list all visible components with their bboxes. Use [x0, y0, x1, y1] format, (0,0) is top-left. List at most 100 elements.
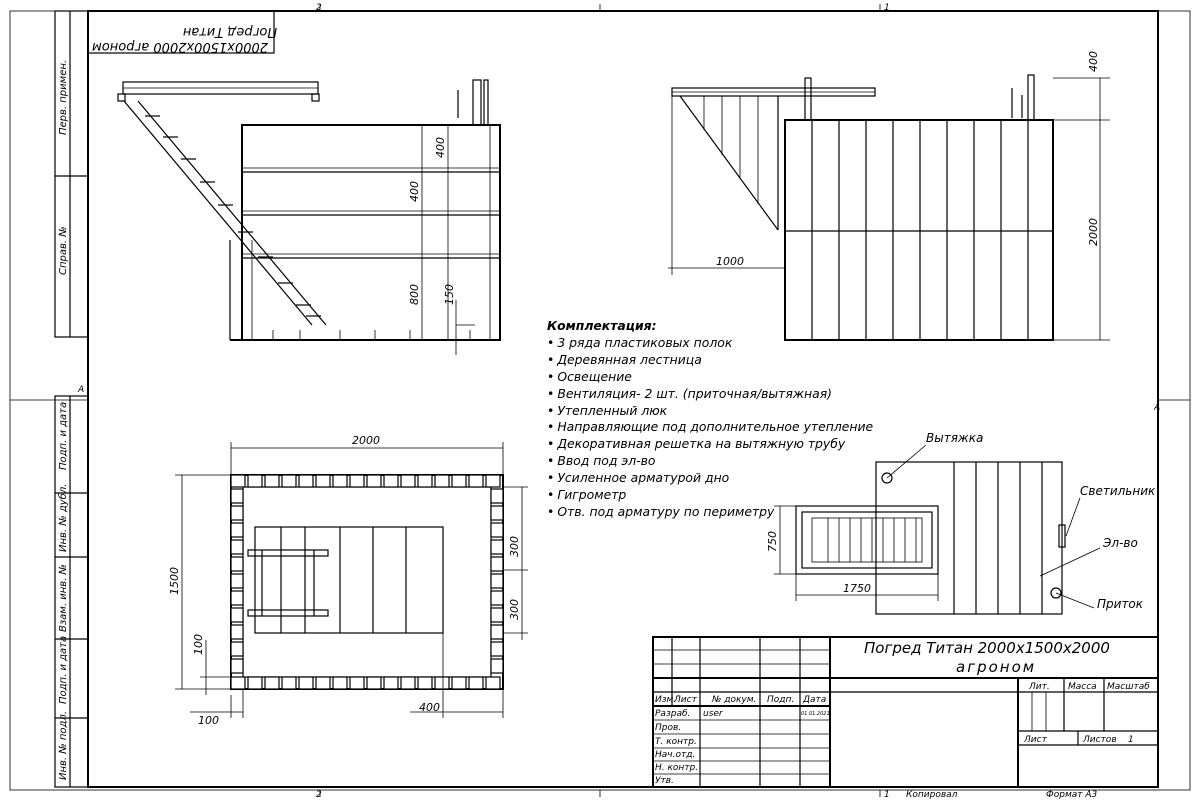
plan-dim-300-b: 300 — [508, 599, 521, 620]
kit-items: 3 ряда пластиковых полокДеревянная лестн… — [547, 335, 877, 521]
side-stamp: Перв. примен. Справ. № Подп. и дата Инв.… — [54, 10, 89, 788]
wall-block — [264, 676, 280, 690]
wall-block — [230, 658, 244, 674]
stamp-inv-dubl: Инв. № дубл. — [57, 484, 69, 552]
zone-top-1: 1 — [884, 3, 890, 13]
plan-dim-100-a: 100 — [192, 634, 205, 655]
wall-block — [490, 607, 504, 623]
mirrored-title-line-1: Погред Титан — [182, 24, 277, 39]
hdr-list: Лист — [673, 695, 698, 705]
wall-block — [434, 676, 450, 690]
wall-block — [298, 474, 314, 488]
stamp-sprav-no: Справ. № — [58, 226, 69, 275]
wall-block — [332, 676, 348, 690]
wall-block — [349, 474, 365, 488]
wall-block — [230, 676, 246, 690]
wall-block — [400, 474, 416, 488]
kit-item: Гигрометр — [547, 487, 877, 504]
wall-block — [490, 539, 504, 555]
scale-label: Масштаб — [1107, 682, 1150, 692]
mirrored-title-line-2: 2000х1500х2000 агроном — [92, 39, 268, 54]
wall-block — [247, 474, 263, 488]
plan-view: 2000 1500 300 300 100 100 400 — [168, 434, 528, 727]
kit-heading: Комплектация: — [547, 318, 657, 333]
wall-block — [485, 676, 501, 690]
zone-bottom-2: 2 — [316, 790, 322, 800]
wall-block — [230, 607, 244, 623]
wall-block — [315, 474, 331, 488]
developer-date: 01.01.2021 — [801, 711, 830, 717]
wall-block — [230, 573, 244, 589]
front-dim-1000: 1000 — [716, 255, 744, 268]
wall-block — [230, 590, 244, 606]
label-inflow: Приток — [1097, 597, 1144, 611]
exhaust-vent — [881, 472, 893, 484]
title-block: Погред Титан 2000х1500х2000 агроном Изм.… — [652, 636, 1159, 800]
wall-block — [230, 624, 244, 640]
top-dim-1750: 1750 — [843, 582, 871, 595]
mirrored-title: Погред Титан 2000х1500х2000 агроном — [87, 10, 277, 54]
wall-block — [490, 522, 504, 538]
front-view: 400 2000 1000 — [668, 51, 1110, 341]
wall-block — [490, 624, 504, 640]
front-dim-2000: 2000 — [1087, 218, 1100, 246]
kit-item: Декоративная решетка на вытяжную трубу — [547, 436, 877, 453]
zone-right-a: A — [1153, 403, 1160, 413]
wall-block — [400, 676, 416, 690]
wall-block — [490, 488, 504, 504]
inflow-vent — [1050, 587, 1062, 599]
kit-item: 3 ряда пластиковых полок — [547, 335, 877, 352]
kit-item: Вентиляция- 2 шт. (приточная/вытяжная) — [547, 386, 877, 403]
title-line-1: Погред Титан 2000х1500х2000 — [864, 639, 1110, 657]
kit-item: Утепленный люк — [547, 403, 877, 420]
wall-block — [490, 573, 504, 589]
hdr-data: Дата — [802, 695, 826, 705]
wall-block — [230, 488, 244, 504]
row-t-kontr: Т. контр. — [655, 737, 697, 747]
wall-block — [230, 641, 244, 657]
wall-block — [417, 676, 433, 690]
top-dim-750: 750 — [766, 531, 779, 552]
plan-dim-2000: 2000 — [352, 434, 380, 447]
wall-block — [264, 474, 280, 488]
plan-dim-300-a: 300 — [508, 536, 521, 557]
label-lamp: Светильник — [1080, 484, 1156, 498]
top-view: 750 1750 Вытяжка Светильник Эл-во Приток — [766, 431, 1156, 615]
row-razrab: Разраб. — [655, 709, 690, 719]
kit-list: Комплектация: 3 ряда пластиковых полокДе… — [547, 318, 877, 521]
row-nach-otd: Нач.отд. — [655, 750, 695, 760]
front-dim-400: 400 — [1087, 51, 1100, 72]
kit-item: Направляющие под дополнительное утеплени… — [547, 419, 877, 436]
stamp-podp-data-1: Подп. и дата — [58, 402, 69, 470]
sheets-count: 1 — [1128, 735, 1134, 745]
wall-block — [230, 522, 244, 538]
wall-block — [281, 474, 297, 488]
lamp — [1058, 524, 1066, 548]
plan-wall-blocks — [230, 474, 504, 690]
wall-block — [451, 676, 467, 690]
plan-dim-1500: 1500 — [168, 567, 181, 595]
wall-block — [490, 556, 504, 572]
stamp-inv-podl: Инв. № подл. — [58, 711, 69, 780]
sheets-label: Листов — [1082, 735, 1117, 745]
wall-block — [490, 590, 504, 606]
row-prov: Пров. — [655, 723, 681, 733]
kit-item: Ввод под эл-во — [547, 453, 877, 470]
wall-block — [366, 676, 382, 690]
wall-block — [490, 658, 504, 674]
wall-block — [451, 474, 467, 488]
kit-item: Отв. под арматуру по периметру — [547, 504, 877, 521]
wall-block — [332, 474, 348, 488]
wall-block — [230, 474, 246, 488]
side-dim-400-b: 400 — [408, 181, 421, 202]
side-dim-800: 800 — [408, 284, 421, 305]
wall-block — [383, 474, 399, 488]
wall-block — [468, 474, 484, 488]
wall-block — [468, 676, 484, 690]
zone-bottom-1: 1 — [884, 790, 890, 800]
wall-block — [281, 676, 297, 690]
hdr-izm: Изм. — [655, 695, 676, 705]
stamp-podp-data-2: Подп. и дата — [58, 636, 69, 704]
row-n-kontr: Н. контр. — [655, 763, 698, 773]
